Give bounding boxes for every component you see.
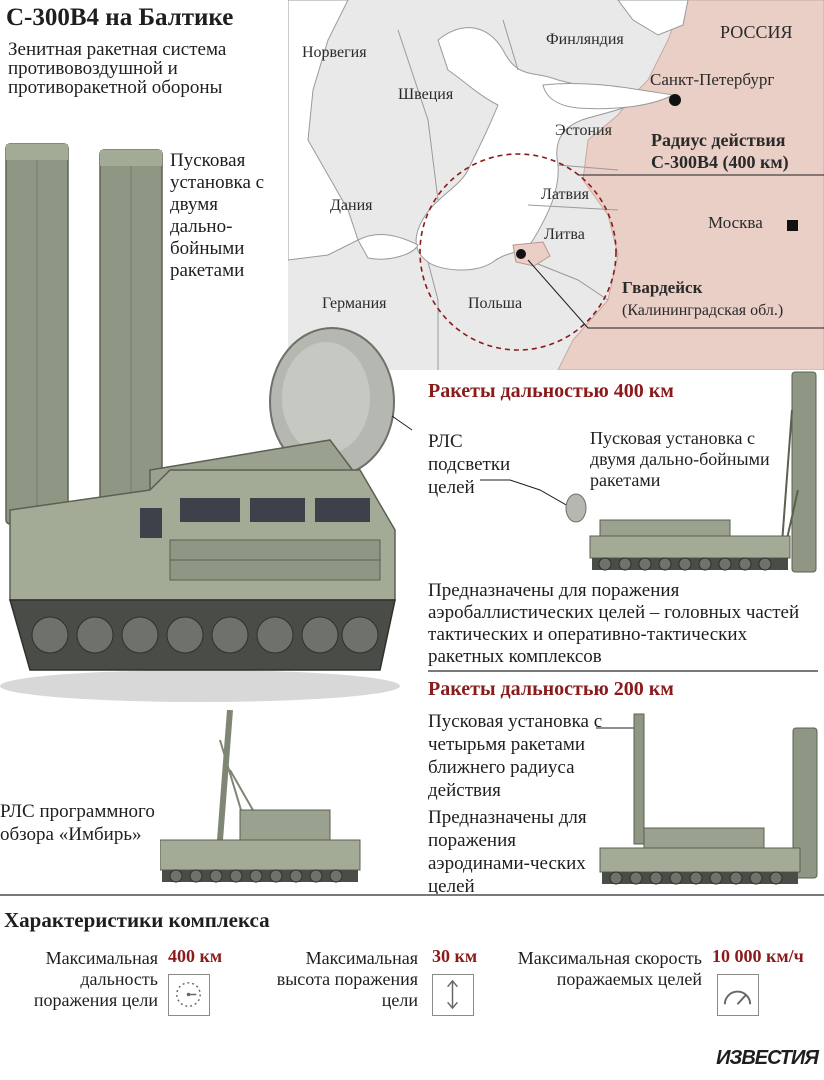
divider-400 <box>428 670 818 672</box>
stat-speed-label: Максимальная скорость поражаемых целей <box>517 948 702 989</box>
big-vehicle-illustration <box>0 143 413 702</box>
map-graphic <box>288 0 824 370</box>
big-launcher-caption: Пусковая установка с двумя дально-бойным… <box>170 150 265 281</box>
page-title: С-300В4 на Балтике <box>6 4 234 31</box>
map-label-sweden: Швеция <box>398 86 454 103</box>
missiles-200-heading: Ракеты дальностью 200 км <box>428 678 674 700</box>
map-label-finland: Финляндия <box>546 31 624 48</box>
altitude-arrow-icon <box>432 974 474 1016</box>
map-label-poland: Польша <box>468 295 523 312</box>
stat-range-label: Максимальная дальность поражения цели <box>33 948 158 1010</box>
map-radius-label-1: Радиус действия <box>651 130 786 150</box>
characteristics-heading: Характеристики комплекса <box>4 908 270 932</box>
missiles-400-purpose: Предназначены для поражения аэробаллисти… <box>428 580 800 667</box>
baltic-map: РОССИЯ Норвегия Швеция Финляндия Эстония… <box>288 0 824 370</box>
small-launcher-400-illustration <box>480 371 817 573</box>
radar-imbir-illustration <box>160 710 361 883</box>
radar-imbir-caption: РЛС программного обзора «Имбирь» <box>0 801 155 845</box>
map-label-germany: Германия <box>322 295 387 312</box>
range-dial-icon <box>168 974 210 1016</box>
map-radius-label-2: С-300В4 (400 км) <box>651 152 789 172</box>
izvestia-logo: ИЗВЕСТИЯ <box>716 1047 819 1069</box>
stat-altitude-label: Максимальная высота поражения цели <box>276 948 418 1010</box>
page-subtitle: Зенитная ракетная система противовоздушн… <box>8 39 227 98</box>
radar-illumination-caption: РЛС подсветки целей <box>428 431 511 498</box>
map-city-gvardeysk: Гвардейск <box>622 278 703 297</box>
map-label-latvia: Латвия <box>541 186 590 203</box>
map-label-norway: Норвегия <box>302 44 367 61</box>
missiles-200-purpose: Предназначены для поражения аэродинами-ч… <box>428 807 587 897</box>
map-label-russia: РОССИЯ <box>720 22 793 42</box>
stat-speed-value: 10 000 км/ч <box>712 946 804 966</box>
divider-characteristics <box>0 894 824 896</box>
map-label-denmark: Дания <box>330 197 373 214</box>
map-city-moscow: Москва <box>708 213 763 232</box>
small-launcher-200-illustration <box>596 713 818 885</box>
missiles-400-heading: Ракеты дальностью 400 км <box>428 380 674 402</box>
stat-range-value: 400 км <box>168 946 223 966</box>
speedometer-icon <box>717 974 759 1016</box>
missiles-400-launcher-caption: Пусковая установка с двумя дально-бойным… <box>590 428 770 490</box>
map-label-estonia: Эстония <box>555 122 612 139</box>
missiles-200-launcher-caption: Пусковая установка с четырьмя ракетами б… <box>428 711 603 801</box>
map-city-gvardeysk-region: (Калининградская обл.) <box>622 302 784 319</box>
map-city-spb: Санкт-Петербург <box>650 70 775 89</box>
stat-altitude-value: 30 км <box>432 946 478 966</box>
map-label-lithuania: Литва <box>544 226 585 243</box>
